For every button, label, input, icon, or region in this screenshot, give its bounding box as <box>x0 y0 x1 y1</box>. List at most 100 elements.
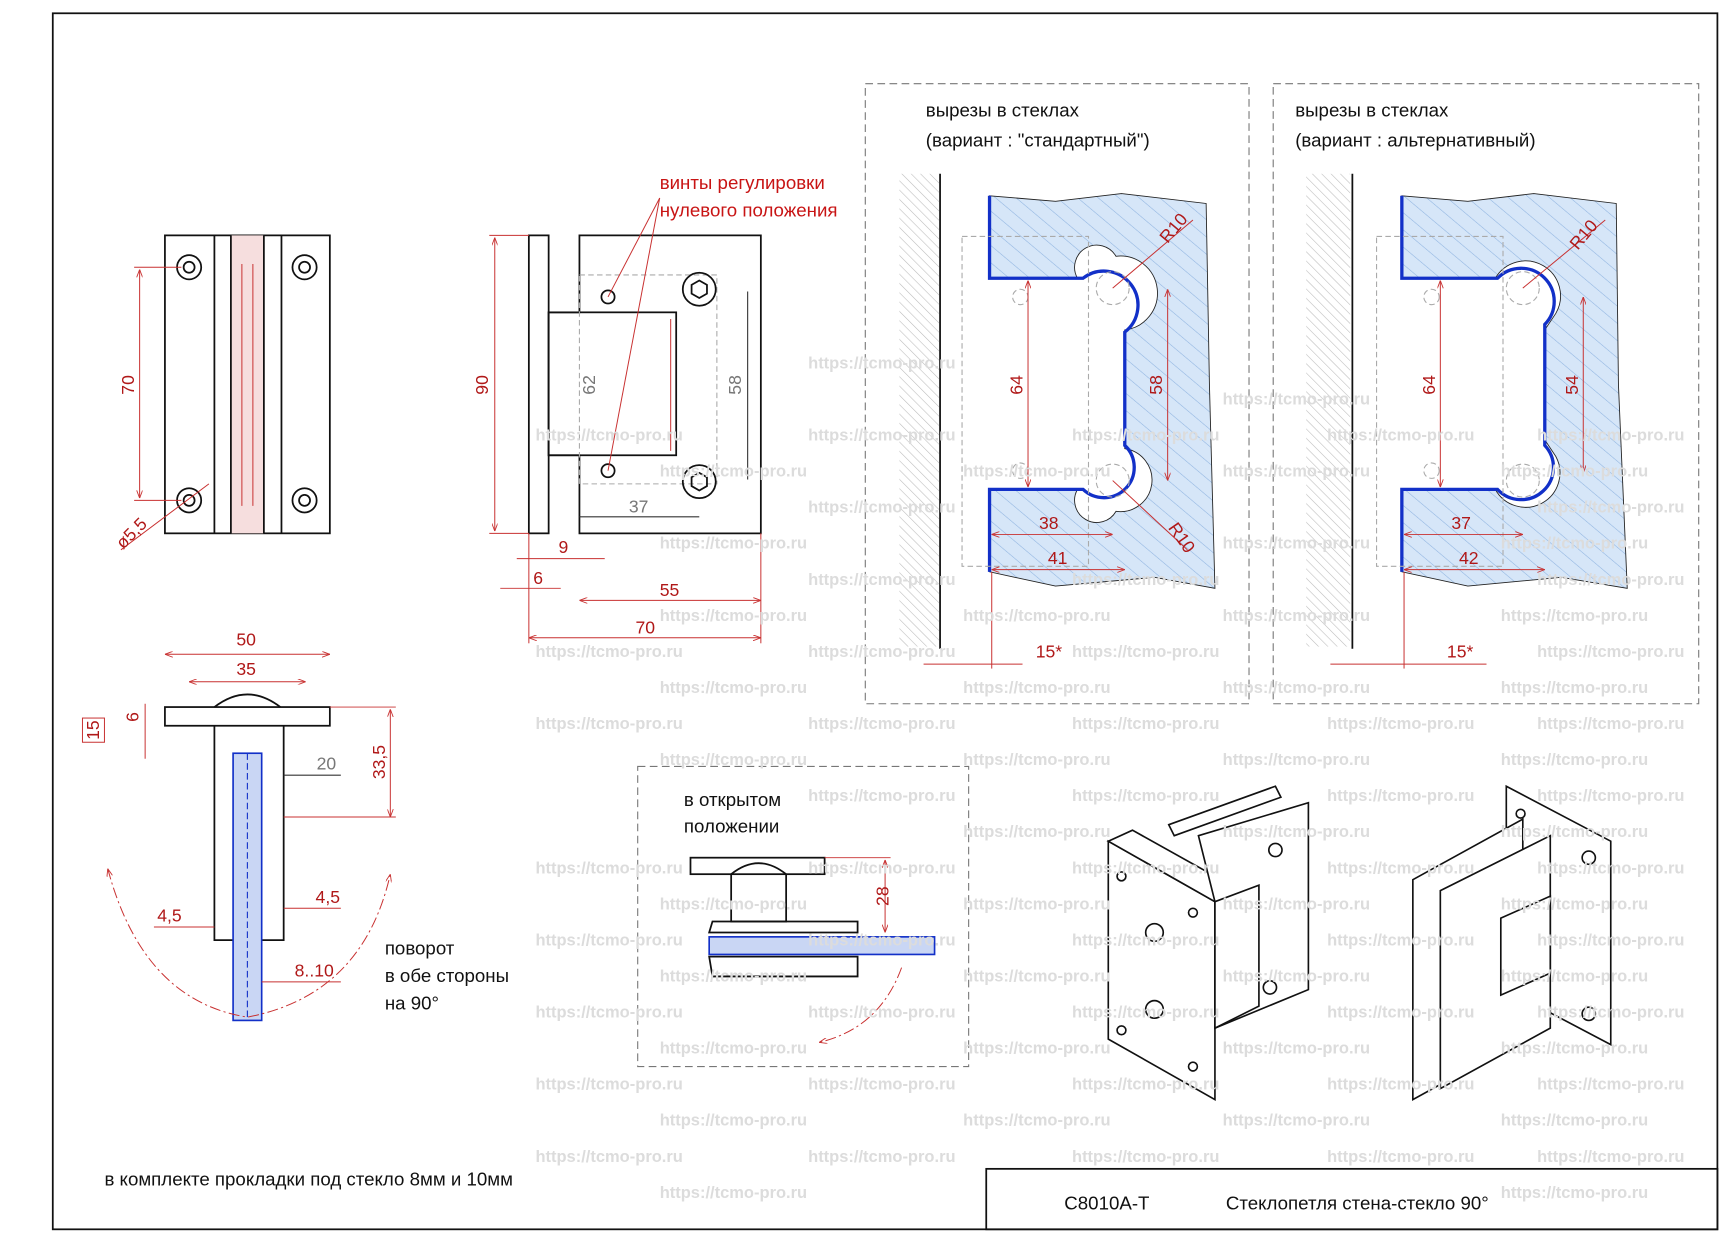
dim-4-5-right: 4,5 <box>316 887 341 907</box>
watermark-text: https://tcmo-pro.ru <box>660 1184 807 1202</box>
hinge-3d-render-rear <box>1412 784 1612 1101</box>
dim-gap-15-alt: 15* <box>1447 642 1474 662</box>
mounting-hole-icon <box>176 254 318 514</box>
dim-20: 20 <box>317 754 337 774</box>
cutout-standard-title: вырезы в стеклах <box>926 100 1080 121</box>
open-position-view <box>637 765 970 1068</box>
dim-glass-8-10: 8..10 <box>295 960 334 980</box>
rotation-arc <box>108 869 391 1018</box>
cutout-alternative-panel <box>1272 83 1700 705</box>
watermark-text: https://tcmo-pro.ru <box>1501 751 1648 769</box>
watermark-text: https://tcmo-pro.ru <box>1223 967 1370 985</box>
watermark-text: https://tcmo-pro.ru <box>1327 859 1474 877</box>
cutout-alternative-variant: (вариант : альтернативный) <box>1295 129 1535 150</box>
watermark-text: https://tcmo-pro.ru <box>535 1076 682 1094</box>
watermark-text: https://tcmo-pro.ru <box>963 1112 1110 1130</box>
watermark-text: https://tcmo-pro.ru <box>1072 643 1219 661</box>
watermark-text: https://tcmo-pro.ru <box>808 1148 955 1166</box>
watermark-text: https://tcmo-pro.ru <box>1223 607 1370 625</box>
watermark-text: https://tcmo-pro.ru <box>1537 499 1684 517</box>
callout-adjustment-screws: винты регулировки <box>660 172 825 193</box>
watermark-text: https://tcmo-pro.ru <box>660 1040 807 1058</box>
watermark-text: https://tcmo-pro.ru <box>1223 751 1370 769</box>
watermark-text: https://tcmo-pro.ru <box>1537 427 1684 445</box>
watermark-text: https://tcmo-pro.ru <box>808 427 955 445</box>
dim-28: 28 <box>872 886 892 906</box>
watermark-text: https://tcmo-pro.ru <box>808 859 955 877</box>
rotation-label-1: поворот <box>385 937 455 958</box>
watermark-text: https://tcmo-pro.ru <box>1327 427 1474 445</box>
dim-33-5: 33,5 <box>369 745 389 779</box>
watermark-text: https://tcmo-pro.ru <box>1537 787 1684 805</box>
cutout-standard-panel <box>864 83 1250 705</box>
watermark-text: https://tcmo-pro.ru <box>1223 823 1370 841</box>
product-code: C8010A-T <box>1064 1193 1149 1214</box>
dim-37: 37 <box>629 496 649 516</box>
watermark-text: https://tcmo-pro.ru <box>1327 787 1474 805</box>
watermark-text: https://tcmo-pro.ru <box>1072 859 1219 877</box>
watermark-text: https://tcmo-pro.ru <box>1501 823 1648 841</box>
watermark-text: https://tcmo-pro.ru <box>1072 715 1219 733</box>
watermark-text: https://tcmo-pro.ru <box>535 859 682 877</box>
watermark-text: https://tcmo-pro.ru <box>535 1148 682 1166</box>
watermark-text: https://tcmo-pro.ru <box>1501 967 1648 985</box>
watermark-text: https://tcmo-pro.ru <box>660 967 807 985</box>
watermark-text: https://tcmo-pro.ru <box>660 895 807 913</box>
watermark-text: https://tcmo-pro.ru <box>1327 1148 1474 1166</box>
watermark-text: https://tcmo-pro.ru <box>1327 931 1474 949</box>
gasket-note: в комплекте прокладки под стекло 8мм и 1… <box>104 1168 513 1189</box>
rotation-label-3: на 90° <box>385 992 439 1013</box>
dim-62: 62 <box>579 375 599 395</box>
dim-41: 41 <box>1048 548 1068 568</box>
watermark-text: https://tcmo-pro.ru <box>1327 1004 1474 1022</box>
watermark-text: https://tcmo-pro.ru <box>1537 643 1684 661</box>
dim-64-alt: 64 <box>1419 375 1439 395</box>
watermark-text: https://tcmo-pro.ru <box>1537 859 1684 877</box>
watermark-text: https://tcmo-pro.ru <box>808 1076 955 1094</box>
watermark-text: https://tcmo-pro.ru <box>1501 463 1648 481</box>
open-position-label-1: в открытом <box>684 789 781 810</box>
watermark-text: https://tcmo-pro.ru <box>535 1004 682 1022</box>
dim-4-5-left: 4,5 <box>157 905 182 925</box>
watermark-text: https://tcmo-pro.ru <box>1072 1004 1219 1022</box>
dim-9: 9 <box>559 537 569 557</box>
watermark-text: https://tcmo-pro.ru <box>660 535 807 553</box>
dim-15-top: 15 <box>83 720 103 740</box>
dim-58: 58 <box>725 375 745 395</box>
watermark-text: https://tcmo-pro.ru <box>535 715 682 733</box>
product-name: Стеклопетля стена-стекло 90° <box>1226 1193 1489 1214</box>
watermark-text: https://tcmo-pro.ru <box>1072 571 1219 589</box>
cutout-standard-variant: (вариант : "стандартный") <box>926 129 1150 150</box>
watermark-text: https://tcmo-pro.ru <box>808 787 955 805</box>
watermark-text: https://tcmo-pro.ru <box>1223 463 1370 481</box>
dim-50: 50 <box>236 629 256 649</box>
watermark-text: https://tcmo-pro.ru <box>1537 1004 1684 1022</box>
watermark-text: https://tcmo-pro.ru <box>1223 1040 1370 1058</box>
open-position-label-2: положении <box>684 815 780 836</box>
watermark-text: https://tcmo-pro.ru <box>963 1040 1110 1058</box>
dim-hole-diameter: ø5,5 <box>112 513 151 552</box>
watermark-text: https://tcmo-pro.ru <box>1072 787 1219 805</box>
watermark-text: https://tcmo-pro.ru <box>1223 535 1370 553</box>
watermark-text: https://tcmo-pro.ru <box>963 895 1110 913</box>
watermark-text: https://tcmo-pro.ru <box>963 463 1110 481</box>
watermark-text: https://tcmo-pro.ru <box>1072 931 1219 949</box>
watermark-text: https://tcmo-pro.ru <box>535 643 682 661</box>
dim-70: 70 <box>118 375 138 395</box>
watermark-text: https://tcmo-pro.ru <box>1327 715 1474 733</box>
watermark-text: https://tcmo-pro.ru <box>660 751 807 769</box>
front-view <box>120 234 331 551</box>
dim-90: 90 <box>472 375 492 395</box>
dim-gap-15: 15* <box>1036 642 1063 662</box>
watermark-text: https://tcmo-pro.ru <box>1223 679 1370 697</box>
watermark-text: https://tcmo-pro.ru <box>660 1112 807 1130</box>
watermark-text: https://tcmo-pro.ru <box>808 571 955 589</box>
dim-6: 6 <box>533 568 543 588</box>
title-block <box>985 1167 1719 1231</box>
watermark-text: https://tcmo-pro.ru <box>1501 1184 1648 1202</box>
watermark-text: https://tcmo-pro.ru <box>808 715 955 733</box>
watermark-text: https://tcmo-pro.ru <box>1537 715 1684 733</box>
dim-70-width: 70 <box>636 617 656 637</box>
